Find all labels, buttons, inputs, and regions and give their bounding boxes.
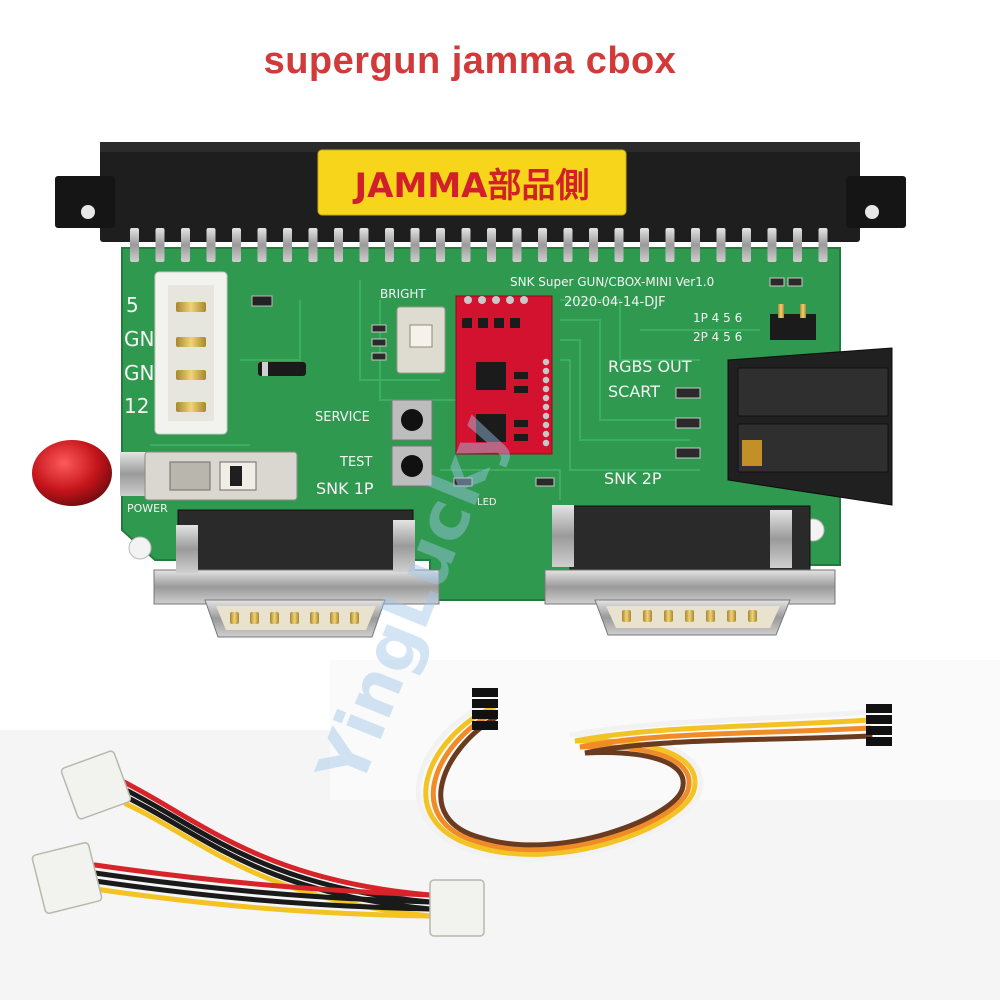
edge-pin <box>308 228 318 262</box>
chip-pin <box>542 394 550 402</box>
edge-pin <box>640 228 649 262</box>
power-knob <box>32 440 112 506</box>
led-label: LED <box>477 497 497 508</box>
pwr-12-label: 12 <box>124 394 149 418</box>
edge-pin <box>359 228 369 262</box>
jumper-cable <box>415 688 892 862</box>
edge-pin <box>767 228 777 262</box>
edge-pin <box>232 228 241 262</box>
edge-pin <box>410 228 420 262</box>
edge-pin <box>334 228 343 262</box>
board-id-line2: 2020-04-14-DJF <box>564 295 666 310</box>
edge-pin <box>283 228 292 262</box>
pwr-gn1-label: GN <box>124 327 154 351</box>
chip-pin <box>542 403 550 411</box>
edge-pin <box>665 228 675 262</box>
bright-switch <box>396 306 446 374</box>
pwr-5-label: 5 <box>126 293 139 317</box>
rgbs-out-label: RGBS OUT <box>608 357 692 376</box>
edge-pin <box>563 228 573 262</box>
scart-label: SCART <box>608 382 660 401</box>
row-2p-label: 2P 4 5 6 <box>693 330 742 344</box>
power-switch <box>32 440 298 506</box>
edge-pin <box>385 228 394 262</box>
service-label: SERVICE <box>315 410 370 425</box>
edge-pin <box>716 228 726 262</box>
edge-pin <box>614 228 624 262</box>
diode <box>258 362 306 376</box>
edge-pin <box>461 228 471 262</box>
jamma-label: JAMMA部品側 <box>317 149 627 216</box>
edge-pin <box>742 228 751 262</box>
test-label: TEST <box>339 455 372 470</box>
edge-pin <box>793 228 802 262</box>
edge-pin <box>487 228 496 262</box>
edge-pin <box>257 228 267 262</box>
snk-1p-label: SNK 1P <box>316 479 374 498</box>
edge-pin <box>589 228 598 262</box>
chip-pin <box>542 421 550 429</box>
service-button <box>391 399 433 441</box>
molex-power-socket <box>154 271 228 435</box>
molex-splitter-cable <box>31 750 485 937</box>
scart-socket <box>727 347 893 506</box>
edge-pin <box>818 228 828 262</box>
chip-pin <box>542 358 550 366</box>
headline: supergun jamma cbox <box>263 40 677 82</box>
edge-pin <box>155 228 165 262</box>
bright-label: BRIGHT <box>380 287 426 301</box>
pwr-gn2-label: GN <box>124 361 154 385</box>
chip-pin <box>542 367 550 375</box>
row-1p-label: 1P 4 5 6 <box>693 311 742 325</box>
red-chip-board <box>455 295 553 455</box>
snk-2p-label: SNK 2P <box>604 469 662 488</box>
edge-pin <box>206 228 216 262</box>
edge-pin <box>181 228 190 262</box>
test-button <box>391 445 433 487</box>
board-id-line1: SNK Super GUN/CBOX-MINI Ver1.0 <box>510 275 714 289</box>
pin-header <box>770 304 816 340</box>
db15-1p-connector <box>153 509 440 638</box>
edge-pin <box>538 228 547 262</box>
jamma-label-text: JAMMA部品側 <box>353 166 590 206</box>
db15-2p-connector <box>544 505 836 636</box>
chip-pin <box>542 412 550 420</box>
edge-pin <box>436 228 445 262</box>
edge-pin <box>130 228 139 262</box>
chip-pin <box>542 376 550 384</box>
chip-pin <box>542 439 550 447</box>
edge-pin <box>512 228 522 262</box>
chip-pin <box>542 385 550 393</box>
edge-pin <box>691 228 700 262</box>
chip-pin <box>542 430 550 438</box>
power-label: POWER <box>127 502 168 515</box>
